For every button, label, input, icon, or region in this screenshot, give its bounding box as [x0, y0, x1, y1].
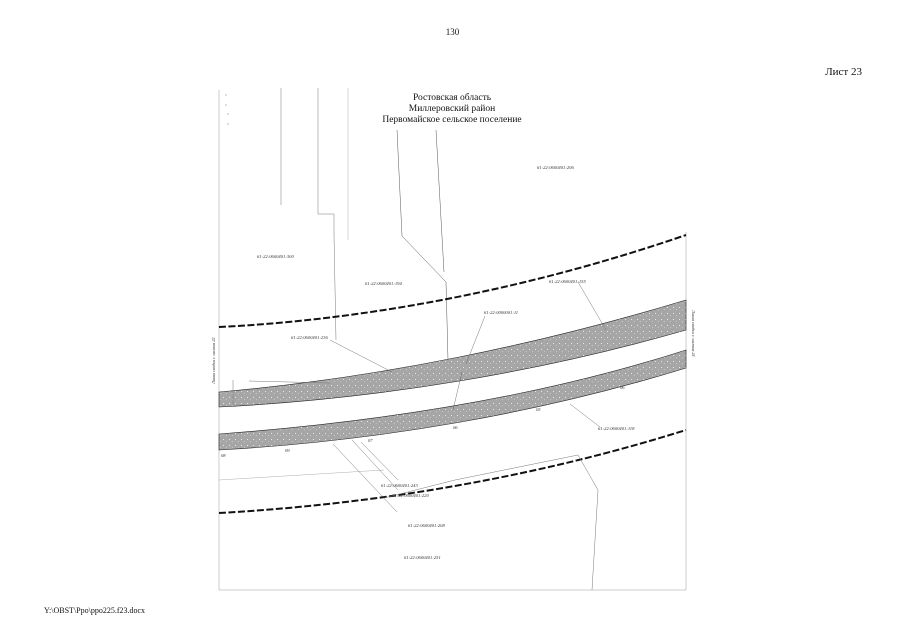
road-zone-band [218, 349, 687, 451]
scale-markers [225, 94, 229, 125]
parcel-boundary [248, 380, 331, 384]
point-label: 07 [368, 438, 373, 443]
cadastral-label: 61:22:0600401:208 [408, 523, 445, 528]
cadastral-label: 61:22:0600401:243 [381, 483, 418, 488]
parcel-boundary [317, 88, 337, 341]
parcel-boundary [396, 129, 449, 361]
cadastral-label: 61:22:0600401:206 [537, 165, 574, 170]
protection-zone-lower [218, 429, 687, 514]
cadastral-label: 61:22:0600401:220 [392, 493, 429, 498]
region-district: Миллеровский район [408, 104, 496, 114]
page-number: 130 [445, 27, 460, 37]
sheet-label: Лист 23 [825, 66, 862, 78]
cadastral-label: 61:22:0000001:11 [484, 310, 518, 315]
side-label-right: Линия сводки с листом 24 [691, 309, 696, 357]
footer-file-path: Y:\OBST\Ppo\ppo225.f23.docx [44, 606, 146, 615]
protection-zone-upper [218, 234, 687, 328]
point-label: 06 [453, 425, 458, 430]
cadastral-label: 61:22:0600401:251 [404, 555, 441, 560]
cadastral-label: 61:22:0600401:300 [257, 254, 294, 259]
region-settlement: Первомайское сельское поселение [382, 115, 522, 125]
side-label-left: Линия сводки с листом 22 [211, 337, 216, 385]
parcel-boundary [218, 469, 385, 481]
point-label: 08 [221, 453, 226, 458]
parcel-boundary [383, 454, 599, 591]
leader-lines [329, 281, 607, 513]
point-label: 05 [536, 407, 541, 412]
cadastral-label: 61:22:0600401:236 [291, 335, 328, 340]
point-label: 09 [285, 448, 290, 453]
cadastral-label: 61:22:0600401:118 [598, 426, 635, 431]
region-title: Ростовская область Миллеровский район Пе… [352, 93, 552, 126]
cadastral-label: 61:22:0600401:155 [549, 279, 586, 284]
road-zone-band [218, 299, 687, 408]
parcel-boundary [435, 129, 445, 273]
region-oblast: Ростовская область [412, 93, 492, 103]
cadastral-label: 61:22:0600401:194 [365, 281, 402, 286]
point-label: 06 [620, 385, 625, 390]
